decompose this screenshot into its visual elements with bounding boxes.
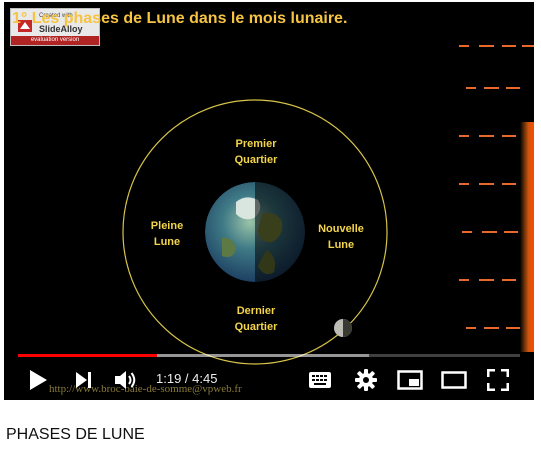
sun-rays [459, 45, 534, 329]
miniplayer-icon [397, 370, 423, 390]
next-icon [76, 372, 91, 388]
watermark-brand: SlideAlloy [39, 24, 83, 34]
play-button[interactable] [24, 366, 52, 394]
label-premier-quartier: Premier Quartier [234, 138, 278, 166]
settings-button[interactable] [352, 366, 380, 394]
progress-played [18, 354, 158, 357]
progress-buffered [18, 354, 370, 357]
watermark-bar: evaluation version [11, 36, 99, 45]
slidealloy-logo-icon [18, 20, 32, 32]
time-display: 1:19 / 4:45 [156, 371, 218, 386]
volume-icon [115, 371, 136, 389]
next-button[interactable] [70, 366, 98, 394]
play-icon [30, 370, 47, 390]
label-nouvelle-lune: Nouvelle Lune [318, 223, 364, 251]
watermark-caption: Created with [39, 13, 73, 19]
moon-orbit [122, 99, 388, 365]
progress-bar[interactable] [18, 354, 520, 357]
volume-button[interactable] [112, 366, 140, 394]
miniplayer-button[interactable] [396, 366, 424, 394]
slide-illustration [122, 45, 534, 365]
video-title: PHASES DE LUNE [6, 426, 145, 443]
fullscreen-button[interactable] [484, 366, 512, 394]
label-pleine-lune: Pleine Lune [150, 220, 184, 248]
slide-title: 1° Les phases de Lune dans le mois lunai… [12, 10, 348, 27]
label-dernier-quartier: Dernier Quartier [234, 305, 278, 333]
theater-button[interactable] [440, 366, 468, 394]
gear-icon [355, 369, 377, 391]
earth [205, 182, 305, 282]
watermark-badge: Created with SlideAlloy evaluation versi… [10, 8, 100, 46]
sun-edge [520, 122, 534, 352]
subtitles-button[interactable] [306, 366, 334, 394]
fullscreen-icon [487, 369, 509, 391]
moon [334, 319, 352, 337]
slide-url: http://www.broc-baie-de-somme@vpweb.fr [49, 383, 242, 395]
theater-icon [441, 371, 467, 389]
video-player[interactable]: Created with SlideAlloy evaluation versi… [4, 2, 534, 400]
keyboard-icon [309, 372, 331, 388]
player-controls: 1:19 / 4:45 [4, 360, 534, 400]
